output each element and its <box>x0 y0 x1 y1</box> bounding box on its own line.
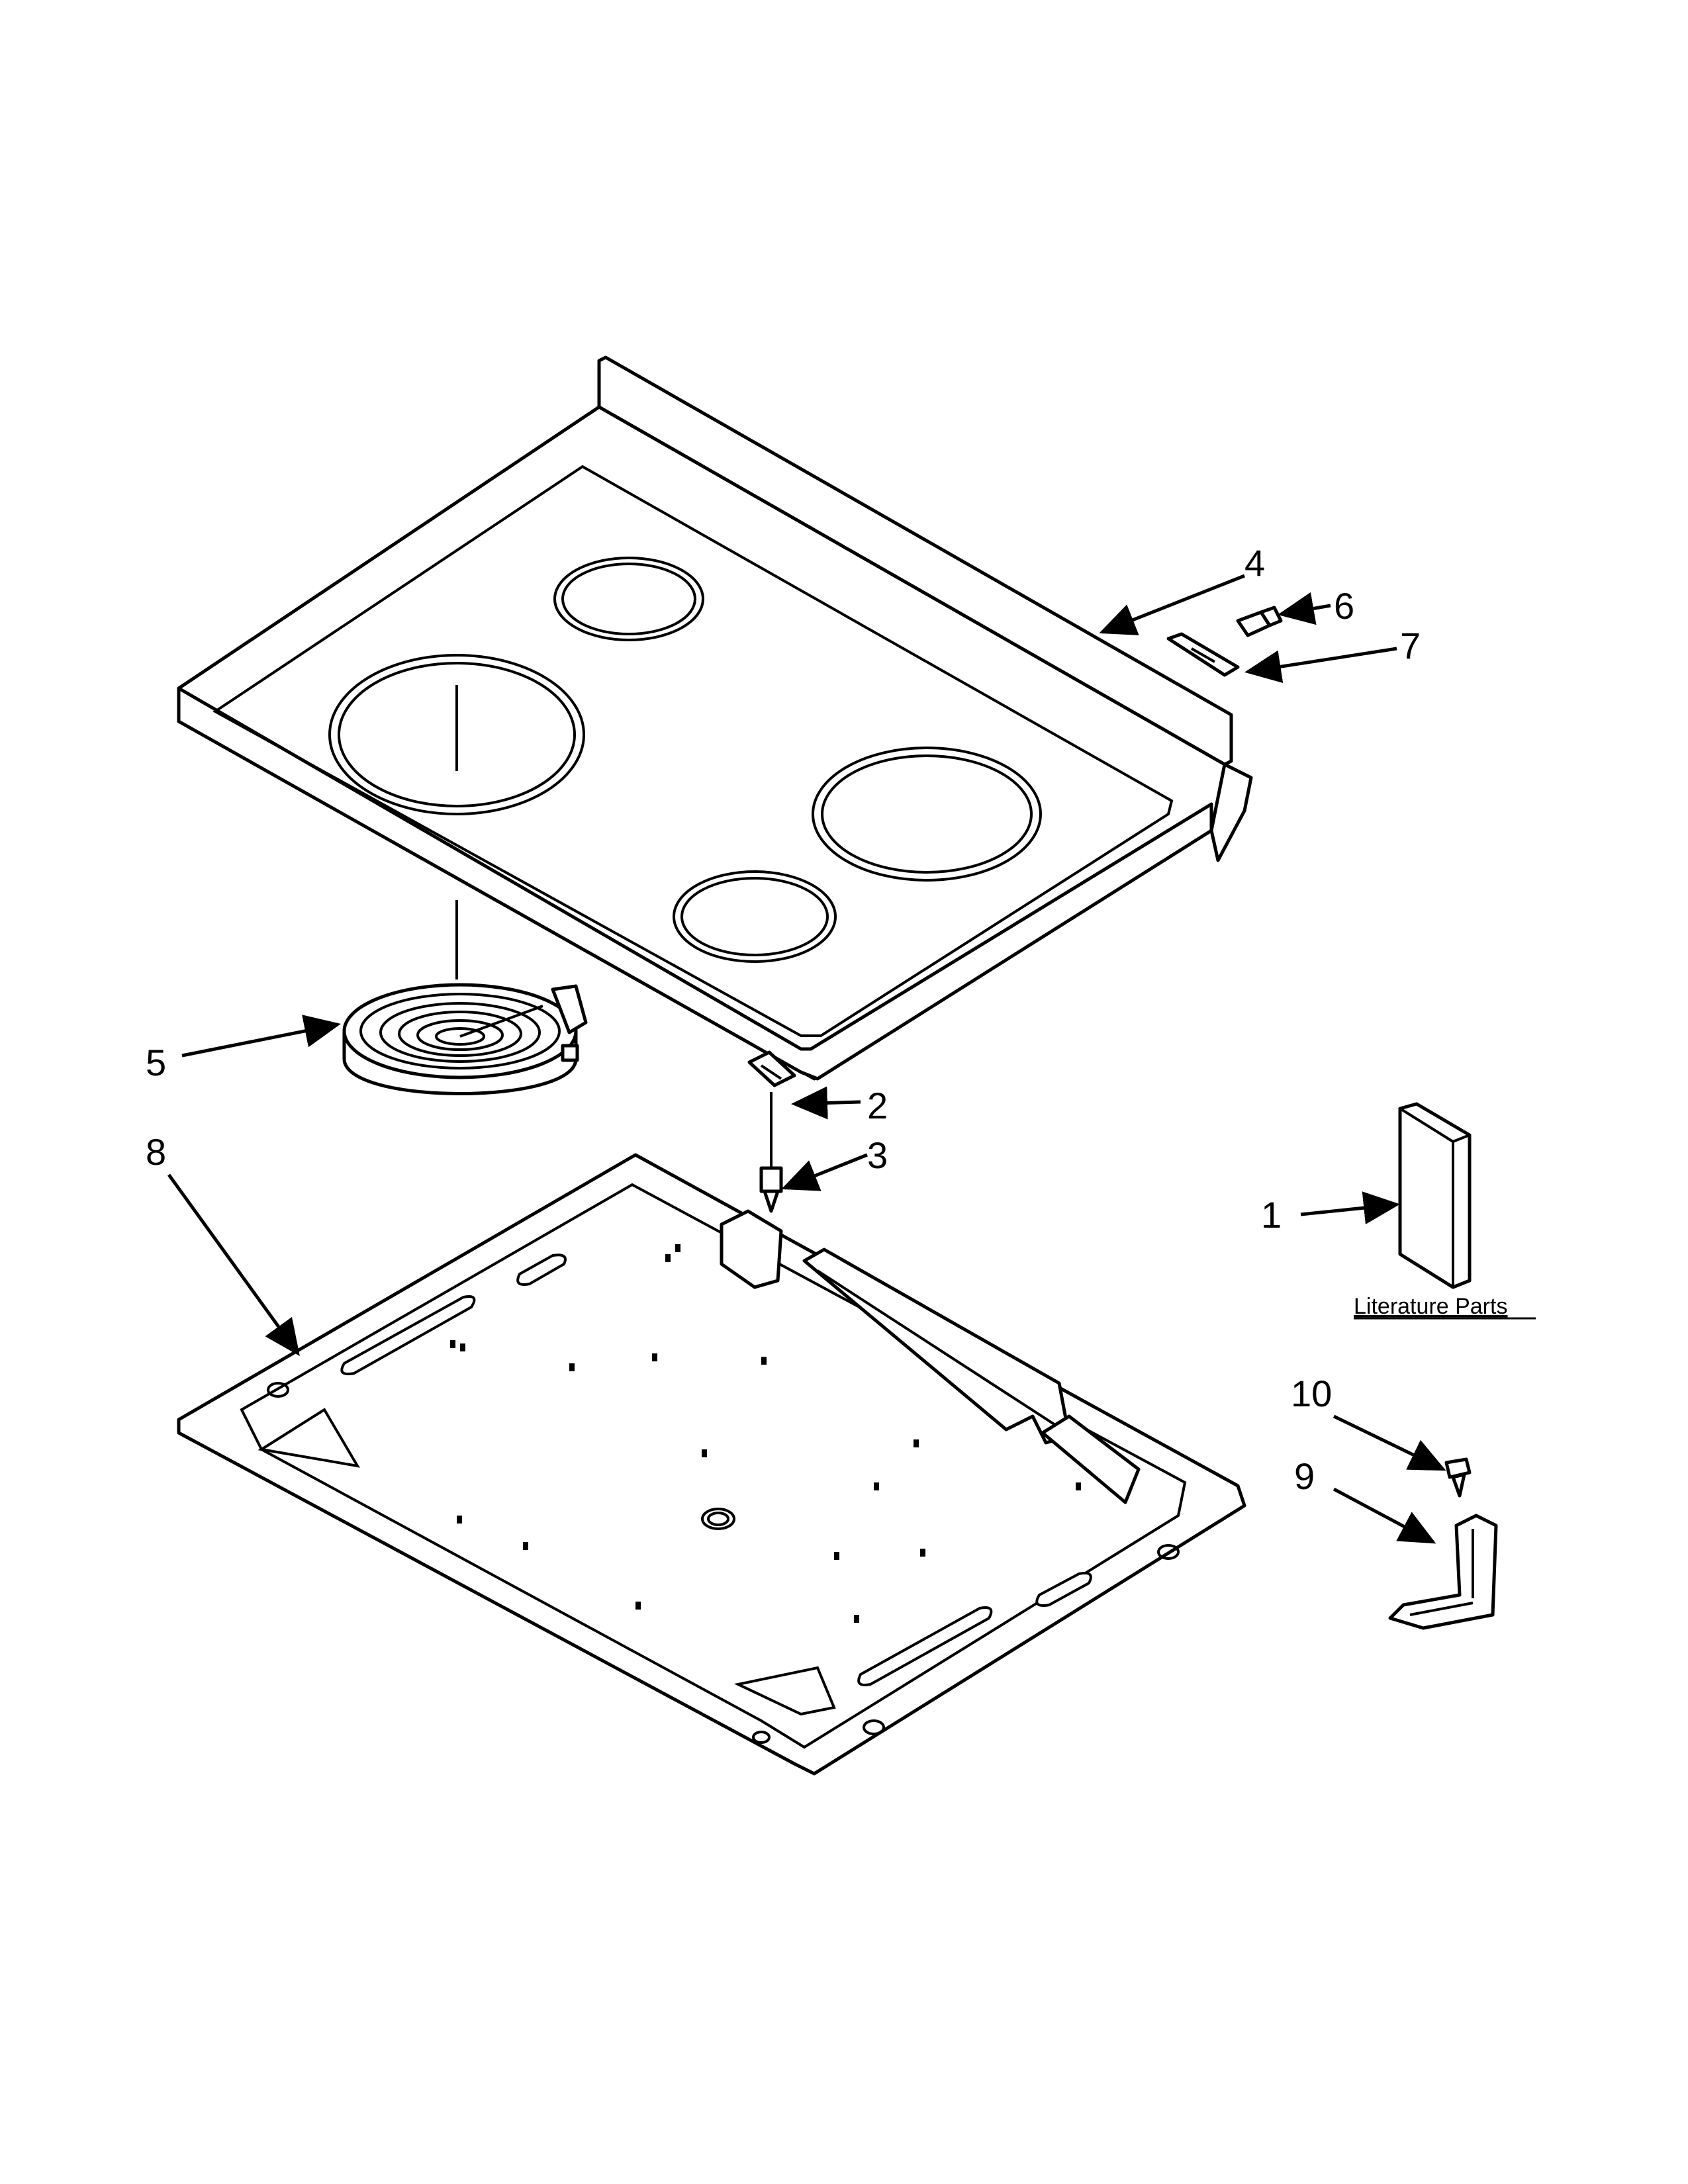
clip-part <box>747 1050 796 1087</box>
leader-4 <box>1099 574 1245 635</box>
callout-7: 7 <box>1400 625 1421 666</box>
leader-3 <box>781 1153 868 1191</box>
callout-5: 5 <box>146 1042 166 1083</box>
main-top-frame-part <box>177 1153 1246 1776</box>
callout-9: 9 <box>1294 1455 1315 1497</box>
leader-7 <box>1244 647 1397 684</box>
leader-5 <box>181 1015 341 1058</box>
leader-8 <box>167 1173 300 1357</box>
callout-8: 8 <box>146 1131 166 1173</box>
leader-lines <box>167 574 1446 1544</box>
screw-part-10 <box>1444 1457 1472 1498</box>
callout-3: 3 <box>867 1134 888 1176</box>
screw-part-3 <box>759 1092 783 1213</box>
callout-2: 2 <box>867 1085 888 1126</box>
cooktop-part <box>177 355 1253 1081</box>
leader-10 <box>1333 1414 1446 1471</box>
leader-1 <box>1300 1191 1400 1225</box>
literature-parts-book <box>1398 1102 1472 1289</box>
callout-6: 6 <box>1334 585 1354 627</box>
callout-1: 1 <box>1261 1194 1282 1236</box>
bracket-part <box>1166 632 1240 677</box>
leader-2 <box>791 1086 861 1120</box>
literature-parts-label: Literature Parts <box>1354 1294 1507 1319</box>
callout-10: 10 <box>1291 1373 1332 1414</box>
callout-4: 4 <box>1244 542 1265 584</box>
leader-6 <box>1278 592 1331 625</box>
leader-9 <box>1333 1487 1436 1544</box>
surface-element-part <box>342 900 588 1095</box>
anti-tip-bracket-part <box>1388 1514 1498 1630</box>
screw-part-6 <box>1236 606 1283 637</box>
